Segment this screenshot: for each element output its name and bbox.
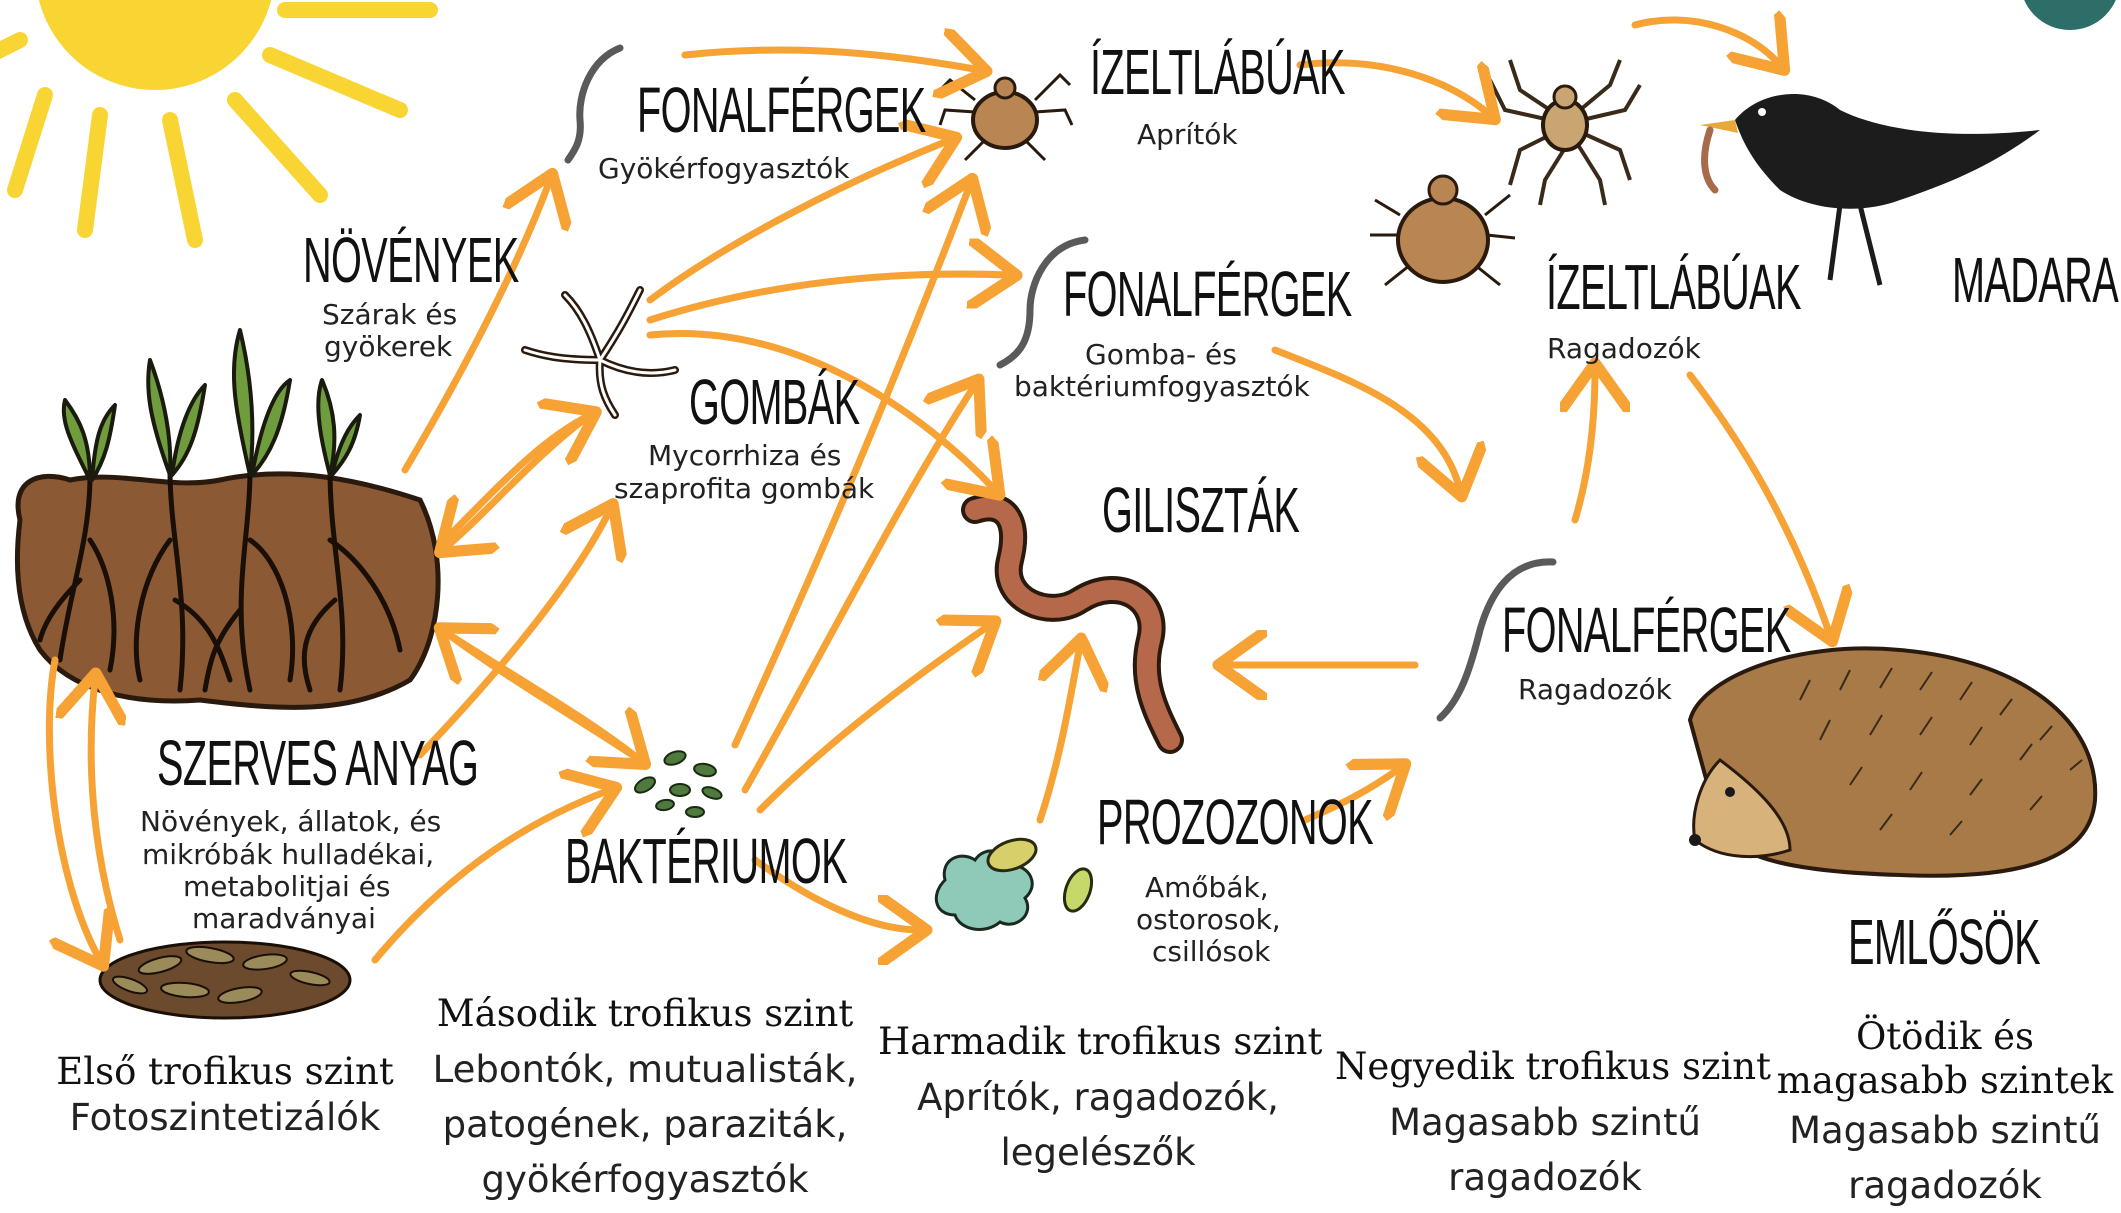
node-title-nematodes-predators: FONALFÉRGEK bbox=[1502, 598, 1791, 662]
node-sub-protozoa-2: ostorosok, bbox=[1136, 903, 1281, 936]
node-sub-nematodes-root: Gyökérfogyasztók bbox=[598, 152, 849, 185]
node-sub-protozoa-1: Amőbák, bbox=[1145, 871, 1269, 904]
arrow bbox=[1040, 645, 1080, 820]
trophic-level-2: Második trofikus szint Lebontók, mutuali… bbox=[420, 992, 870, 1207]
trophic-level-4: Negyedik trofikus szint Magasabb szintű … bbox=[1335, 1045, 1755, 1205]
level-title: Második trofikus szint bbox=[420, 992, 870, 1036]
node-sub-protozoa-3: csillósok bbox=[1152, 935, 1270, 968]
node-title-earthworms: GILISZTÁK bbox=[1102, 478, 1299, 542]
arrow bbox=[685, 50, 980, 70]
node-sub-fungi-2: szaprofita gombák bbox=[614, 472, 874, 505]
trophic-level-1: Első trofikus szint Fotoszintetizálók bbox=[40, 1050, 410, 1142]
arrow bbox=[445, 415, 590, 548]
arrow bbox=[1575, 370, 1595, 520]
node-sub-nematodes-fungal-1: Gomba- és bbox=[1085, 338, 1237, 371]
level-title: Harmadik trofikus szint bbox=[878, 1020, 1318, 1064]
node-sub-nematodes-fungal-2: baktériumfogyasztók bbox=[1014, 370, 1310, 403]
trophic-level-3: Harmadik trofikus szint Aprítók, ragadoz… bbox=[878, 1020, 1318, 1180]
node-title-nematodes-root: FONALFÉRGEK bbox=[637, 78, 926, 142]
mite-icon bbox=[940, 75, 1072, 160]
node-sub-arthropods-predators: Ragadozók bbox=[1547, 332, 1701, 365]
level-desc-3: gyökérfogyasztók bbox=[420, 1152, 870, 1207]
node-sub-organic-2: mikróbák hulladékai, bbox=[142, 838, 434, 871]
arrow bbox=[1635, 20, 1780, 65]
node-sub-plants-1: Szárak és bbox=[322, 298, 457, 331]
protozoa-icon bbox=[936, 833, 1097, 929]
level-desc-2: ragadozók bbox=[1335, 1150, 1755, 1205]
level-desc-2: patogének, paraziták, bbox=[420, 1097, 870, 1152]
trophic-level-5: Ötödik és magasabb szintek Magasabb szin… bbox=[1770, 1015, 2120, 1213]
node-title-mammals: EMLŐSÖK bbox=[1848, 910, 2040, 974]
arrow bbox=[650, 274, 1010, 320]
level-desc-2: legelészők bbox=[878, 1125, 1318, 1180]
level-desc-1: Magasabb szintű bbox=[1770, 1103, 2120, 1158]
level-desc-2: ragadozók bbox=[1770, 1158, 2120, 1213]
node-title-plants: NÖVÉNYEK bbox=[303, 228, 519, 292]
node-title-birds: MADARAK bbox=[1952, 248, 2121, 312]
sun-icon bbox=[0, 0, 430, 240]
level-title-2: magasabb szintek bbox=[1770, 1059, 2120, 1103]
arrow bbox=[760, 625, 990, 810]
node-sub-plants-2: gyökerek bbox=[324, 330, 452, 363]
node-sub-organic-3: metabolitjai és bbox=[183, 870, 391, 903]
node-title-arthropods-predators: ÍZELTLÁBÚAK bbox=[1546, 255, 1801, 319]
nematode-icon bbox=[568, 48, 620, 160]
node-title-organic-matter: SZERVES ANYAG bbox=[157, 731, 478, 795]
node-sub-organic-4: maradványai bbox=[192, 902, 376, 935]
level-desc: Fotoszintetizálók bbox=[40, 1094, 410, 1142]
node-title-nematodes-fungal: FONALFÉRGEK bbox=[1063, 262, 1352, 326]
node-sub-fungi-1: Mycorrhiza és bbox=[648, 439, 841, 472]
level-desc-1: Lebontók, mutualisták, bbox=[420, 1042, 870, 1097]
fungi-hyphae-icon bbox=[525, 290, 675, 415]
node-title-bacteria: BAKTÉRIUMOK bbox=[565, 829, 847, 893]
level-desc-1: Aprítók, ragadozók, bbox=[878, 1070, 1318, 1125]
node-sub-organic-1: Növények, állatok, és bbox=[140, 805, 441, 838]
bacteria-icon bbox=[632, 749, 723, 817]
node-sub-arthropods-shredders: Aprítók bbox=[1137, 118, 1238, 151]
level-desc-1: Magasabb szintű bbox=[1335, 1095, 1755, 1150]
hedgehog-icon bbox=[1689, 648, 2095, 875]
level-title: Negyedik trofikus szint bbox=[1335, 1045, 1755, 1089]
node-title-fungi: GOMBÁK bbox=[689, 370, 859, 434]
arrow bbox=[91, 680, 120, 940]
node-title-arthropods-shredders: ÍZELTLÁBÚAK bbox=[1090, 40, 1345, 104]
soil-plants-icon bbox=[17, 330, 438, 707]
level-title-1: Ötödik és bbox=[1770, 1015, 2120, 1059]
leaf-litter-icon bbox=[100, 942, 350, 1018]
node-title-protozoa: PROZOZONOK bbox=[1097, 790, 1373, 854]
level-title: Első trofikus szint bbox=[40, 1050, 410, 1094]
badge-icon bbox=[2020, 0, 2120, 30]
node-sub-nematodes-predators: Ragadozók bbox=[1518, 673, 1672, 706]
